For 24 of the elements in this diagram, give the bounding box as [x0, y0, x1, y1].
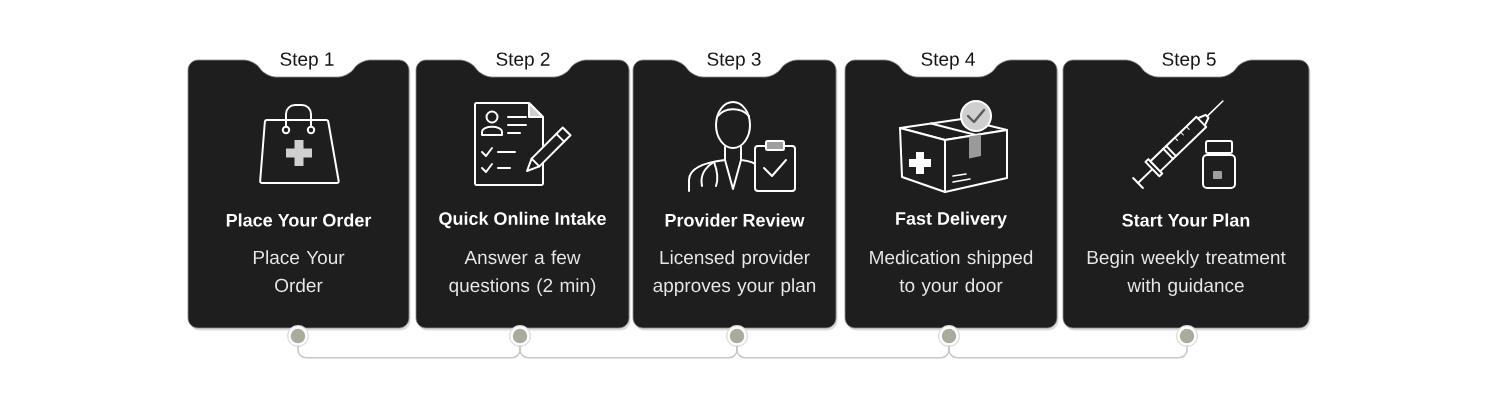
connector-line: [948, 344, 1188, 359]
card-description: Licensed provider approves your plan: [653, 250, 816, 296]
step-label: Step 1: [280, 52, 334, 70]
card-title: Place Your Order: [226, 213, 372, 227]
card-title: Fast Delivery: [896, 211, 1007, 229]
connector-line: [519, 344, 738, 359]
timeline-dot: [509, 325, 531, 347]
card-title: Provider Review: [665, 213, 805, 227]
step-label: Step 2: [496, 52, 550, 70]
step-label: Step 4: [921, 52, 975, 70]
timeline-dot: [1176, 325, 1198, 347]
connector-line: [736, 344, 950, 359]
card-description: Answer a few questions (2 min): [449, 250, 596, 296]
step-label: Step 3: [707, 52, 761, 70]
connector-line: [297, 344, 521, 359]
card-description: Medication shipped to your door: [870, 250, 1033, 296]
timeline-dot: [938, 325, 960, 347]
card-description: Place Your Order: [253, 250, 345, 293]
timeline-dot: [287, 325, 309, 347]
card-title: Start Your Plan: [1122, 213, 1250, 227]
timeline-dot: [726, 325, 748, 347]
card-title: Quick Online Intake: [439, 211, 606, 229]
card-description: Begin weekly treatment with guidance: [1087, 250, 1286, 296]
step-label: Step 5: [1162, 52, 1216, 70]
